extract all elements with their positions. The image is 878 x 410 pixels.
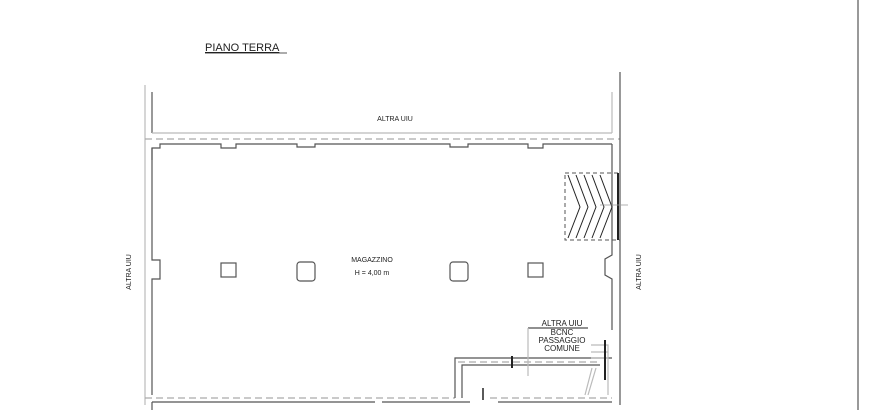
room-name: MAGAZZINO xyxy=(351,257,393,264)
top-neighbor-label: ALTRA UIU xyxy=(377,116,413,123)
common-area-line-1: ALTRA UIU xyxy=(542,319,583,328)
common-area-line-2: BCNC xyxy=(551,328,574,337)
plan-title: PIANO TERRA xyxy=(205,42,280,54)
common-area-line-4: COMUNE xyxy=(544,344,580,353)
left-neighbor-label: ALTRA UIU xyxy=(126,254,133,290)
hatched-ramp xyxy=(564,172,628,241)
common-area-line-3: PASSAGGIO xyxy=(539,336,586,345)
pillars xyxy=(220,261,544,282)
right-neighbor-label: ALTRA UIU xyxy=(636,254,643,290)
room-height: H = 4,00 m xyxy=(355,270,390,277)
walls xyxy=(144,72,621,410)
